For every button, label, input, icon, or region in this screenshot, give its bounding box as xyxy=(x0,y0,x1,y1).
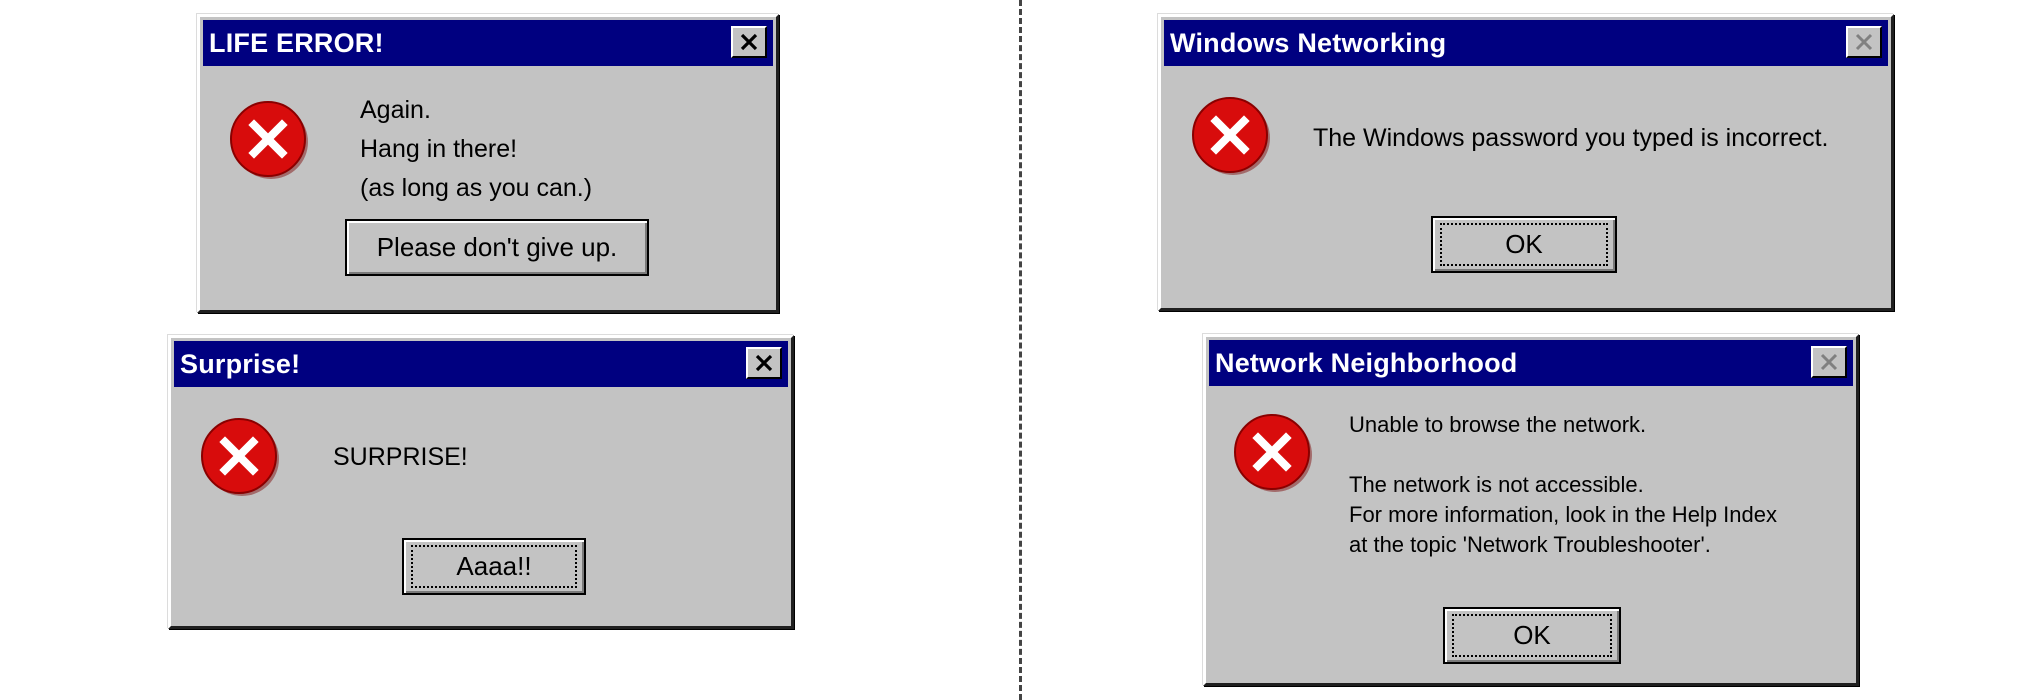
message-line xyxy=(1349,440,1777,470)
ok-button[interactable]: OK xyxy=(1443,607,1621,664)
message-line: SURPRISE! xyxy=(333,443,468,471)
button-label: OK xyxy=(1452,614,1612,657)
ok-button[interactable]: OK xyxy=(1431,216,1617,273)
message-line: For more information, look in the Help I… xyxy=(1349,502,1777,527)
close-button[interactable] xyxy=(1846,26,1882,58)
title-bar: Windows Networking xyxy=(1164,20,1888,66)
dialog-title: Network Neighborhood xyxy=(1215,348,1518,378)
message-text: Unable to browse the network. The networ… xyxy=(1349,410,1777,560)
surprise-dialog: Surprise! SURPRISE! Aaaa!! xyxy=(168,335,794,629)
message-line: The Windows password you typed is incorr… xyxy=(1313,124,1829,152)
message-line: at the topic 'Network Troubleshooter'. xyxy=(1349,532,1711,557)
message-line: (as long as you can.) xyxy=(360,174,593,202)
close-button[interactable] xyxy=(1811,346,1847,378)
message-line: Again. xyxy=(360,96,431,124)
title-bar: Surprise! xyxy=(174,341,788,387)
button-label: OK xyxy=(1440,223,1608,266)
message-text: SURPRISE! xyxy=(333,438,468,477)
life-error-dialog: LIFE ERROR! Again. Hang in there! (as lo… xyxy=(197,14,779,313)
message-line: The network is not accessible. xyxy=(1349,472,1644,497)
error-icon xyxy=(1192,97,1270,175)
error-icon xyxy=(201,418,279,496)
aaaa-button[interactable]: Aaaa!! xyxy=(402,538,586,595)
message-line: Unable to browse the network. xyxy=(1349,412,1647,437)
dialog-title: LIFE ERROR! xyxy=(209,28,384,58)
please-dont-give-up-button[interactable]: Please don't give up. xyxy=(345,219,649,276)
close-icon xyxy=(1820,353,1838,371)
message-text: Again. Hang in there! (as long as you ca… xyxy=(360,91,592,208)
network-neighborhood-dialog: Network Neighborhood Unable to browse th… xyxy=(1203,334,1859,686)
close-icon xyxy=(740,33,758,51)
close-button[interactable] xyxy=(731,26,767,58)
dialog-title: Surprise! xyxy=(180,349,301,379)
button-label: Aaaa!! xyxy=(411,545,577,588)
close-icon xyxy=(1855,33,1873,51)
error-icon xyxy=(1234,414,1312,492)
message-line: Hang in there! xyxy=(360,135,518,163)
dialog-title: Windows Networking xyxy=(1170,28,1447,58)
title-bar: Network Neighborhood xyxy=(1209,340,1853,386)
message-text: The Windows password you typed is incorr… xyxy=(1313,119,1829,158)
close-icon xyxy=(755,354,773,372)
title-bar: LIFE ERROR! xyxy=(203,20,773,66)
page-divider xyxy=(1019,0,1022,700)
button-label: Please don't give up. xyxy=(376,232,618,262)
windows-networking-dialog: Windows Networking The Windows password … xyxy=(1158,14,1894,311)
error-icon xyxy=(230,101,308,179)
close-button[interactable] xyxy=(746,347,782,379)
